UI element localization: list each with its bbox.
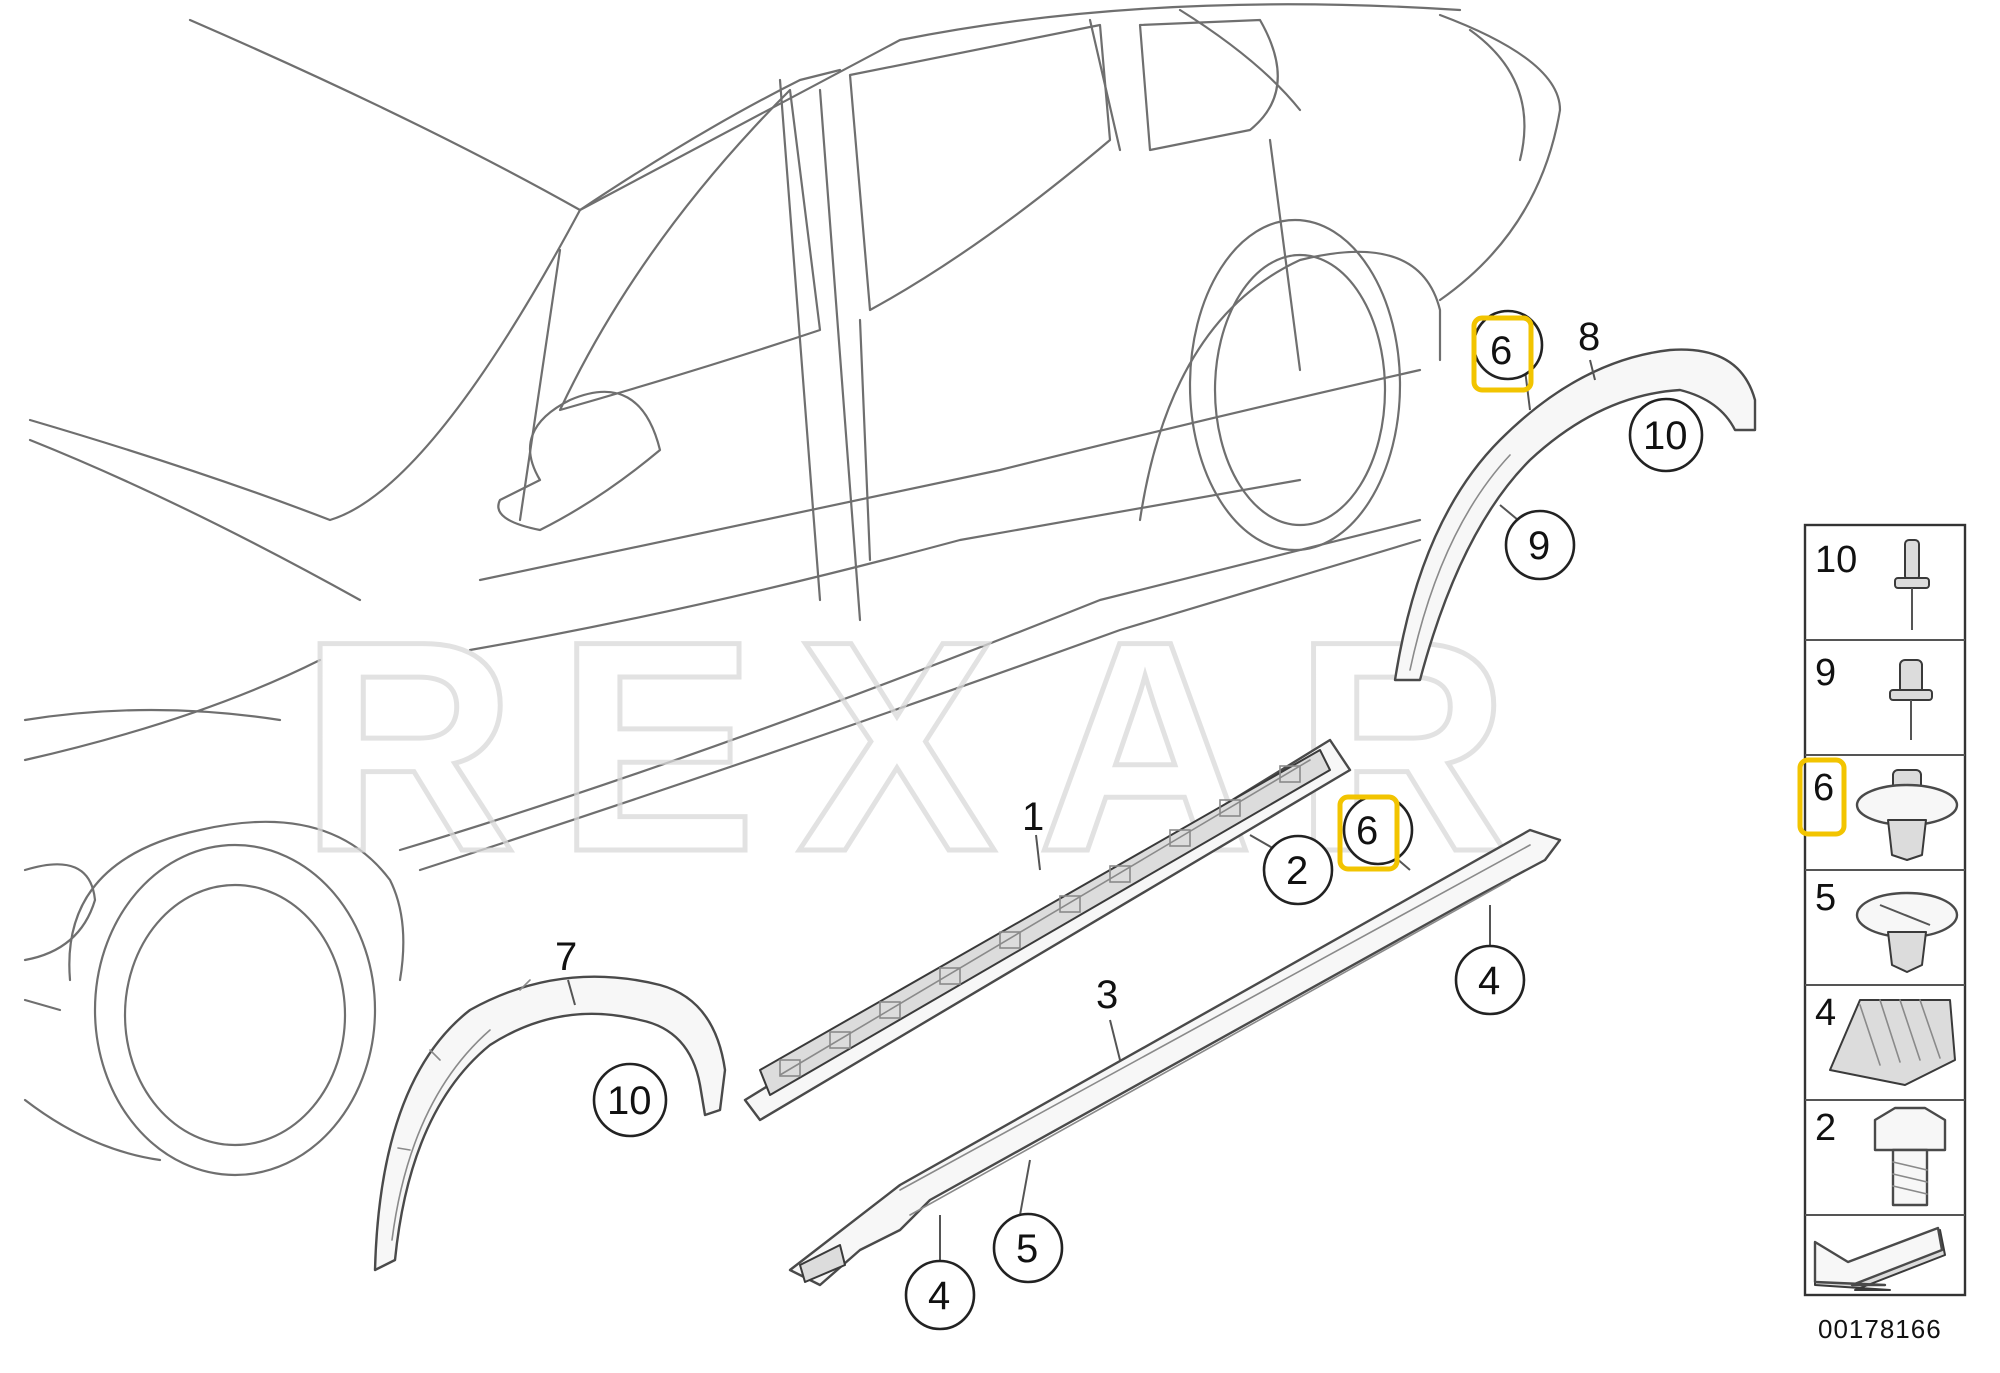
vehicle-outline [23, 3, 1562, 1177]
clip-nut-icon [1855, 891, 1959, 973]
mounting-block-icon [1829, 999, 1956, 1086]
legend-label-4: 4 [1815, 992, 1836, 1034]
legend-label-6: 6 [1813, 767, 1834, 809]
part-sill-carrier [743, 738, 1352, 1122]
legend-highlight-6 [1797, 757, 1847, 837]
callout-4a-circle [1454, 944, 1526, 1016]
highlight-6a [1471, 315, 1534, 393]
callout-8: 8 [1578, 315, 1600, 359]
blind-rivet-icon [1889, 659, 1933, 740]
direction-arrow-icon [1813, 1226, 1946, 1291]
callout-10b-circle [592, 1062, 668, 1138]
rivet-icon [1894, 539, 1930, 630]
callout-7: 7 [555, 935, 577, 979]
callout-10b: 10 [607, 1079, 652, 1123]
part-rear-arch-trim [1393, 348, 1757, 682]
callouts: 1 2 3 4 4 5 6 6 7 8 9 10 10 [555, 309, 1704, 1331]
sill-clip-slots [779, 765, 1301, 1077]
callout-10a-circle [1628, 397, 1704, 473]
callout-2: 2 [1286, 849, 1308, 893]
callout-9: 9 [1528, 524, 1550, 568]
legend-label-2: 2 [1815, 1107, 1836, 1149]
callout-6a: 6 [1490, 329, 1512, 373]
part-side-skirt [788, 828, 1562, 1287]
bolt-icon [1873, 1106, 1947, 1207]
callout-4b-circle [904, 1259, 976, 1331]
legend-label-10: 10 [1815, 539, 1857, 581]
callout-2-circle [1262, 834, 1334, 906]
callout-4b: 4 [928, 1274, 950, 1318]
legend-label-5: 5 [1815, 877, 1836, 919]
callout-5: 5 [1016, 1227, 1038, 1271]
callout-4a: 4 [1478, 959, 1500, 1003]
leader-lines [567, 359, 1661, 1260]
callout-1: 1 [1022, 795, 1044, 839]
part-front-arch-trim [373, 975, 727, 1272]
expanding-clip-icon [1855, 769, 1959, 861]
fastener-legend: 10 9 6 5 4 [1797, 523, 1967, 1344]
callout-5-circle [992, 1212, 1064, 1284]
watermark-text: REXAR [300, 578, 1550, 914]
diagram-code: 00178166 [1818, 1314, 1942, 1344]
callout-9-circle [1504, 509, 1576, 581]
highlight-6b [1337, 794, 1400, 872]
callout-10a: 10 [1643, 414, 1688, 458]
callout-3: 3 [1096, 973, 1118, 1017]
callout-6b: 6 [1356, 809, 1378, 853]
legend-label-9: 9 [1815, 652, 1836, 694]
